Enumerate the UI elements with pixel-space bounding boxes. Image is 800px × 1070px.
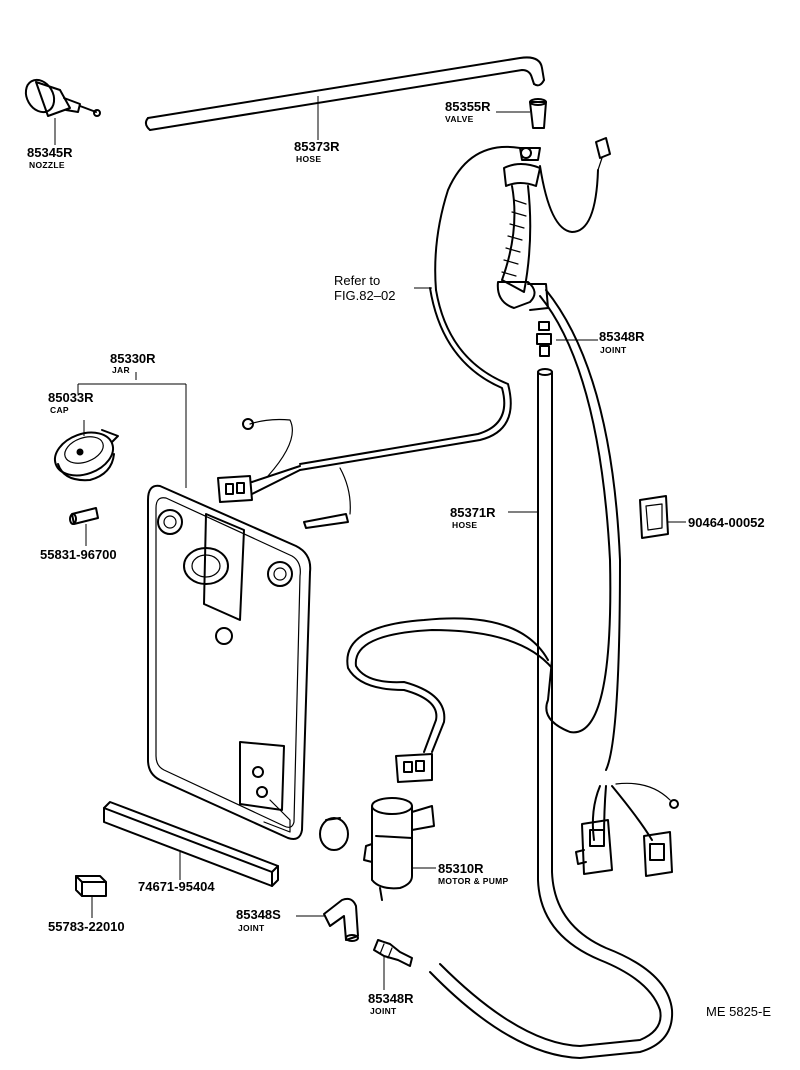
figure-code: ME 5825-E — [706, 1004, 772, 1019]
label-joint-top-name: JOINT — [600, 345, 627, 355]
label-strip-number: 74671-95404 — [138, 879, 215, 894]
motor-part — [319, 753, 435, 901]
label-cushion-number: 55783-22010 — [48, 919, 125, 934]
label-hose-main-name: HOSE — [452, 520, 478, 530]
label-hose-main-number: 85371R — [450, 505, 496, 520]
joint-top-part — [536, 321, 552, 357]
valve-part — [529, 98, 547, 129]
hose-top-part — [144, 56, 545, 131]
nozzle-part — [24, 78, 101, 117]
joint-bottom-part — [373, 939, 413, 967]
label-reference-line1: Refer to — [334, 273, 381, 288]
wire-loop — [299, 287, 512, 471]
label-plug-number: 55831-96700 — [40, 547, 117, 562]
plug-part — [69, 507, 99, 525]
label-joint-s-number: 85348S — [236, 907, 281, 922]
label-clip-number: 90464-00052 — [688, 515, 765, 530]
label-joint-top-number: 85348R — [599, 329, 645, 344]
label-reference-line2: FIG.82–02 — [334, 288, 396, 303]
joint-s-part — [323, 897, 359, 942]
clip-part — [639, 495, 669, 539]
wire-right — [346, 289, 621, 771]
label-motor-number: 85310R — [438, 861, 484, 876]
label-jar-number: 85330R — [110, 351, 156, 366]
label-cap-number: 85033R — [48, 390, 94, 405]
harness-top — [434, 137, 611, 311]
label-joint-s-name: JOINT — [238, 923, 265, 933]
leader-lines — [54, 96, 686, 990]
label-jar-name: JAR — [112, 365, 130, 375]
jar-part — [147, 484, 312, 840]
label-valve-name: VALVE — [445, 114, 474, 124]
hose-main-part — [429, 368, 674, 1059]
jar-connector — [217, 418, 351, 529]
label-joint-bottom-number: 85348R — [368, 991, 414, 1006]
label-nozzle-number: 85345R — [27, 145, 73, 160]
label-joint-bottom-name: JOINT — [370, 1006, 397, 1016]
label-cap-name: CAP — [50, 405, 69, 415]
label-hose-top-name: HOSE — [296, 154, 322, 164]
cap-part — [53, 429, 119, 482]
cushion-part — [75, 875, 107, 897]
label-hose-top-number: 85373R — [294, 139, 340, 154]
strip-part — [103, 801, 279, 887]
label-valve-number: 85355R — [445, 99, 491, 114]
label-motor-name: MOTOR & PUMP — [438, 876, 509, 886]
label-nozzle-name: NOZZLE — [29, 160, 65, 170]
connector-cluster — [575, 782, 679, 877]
